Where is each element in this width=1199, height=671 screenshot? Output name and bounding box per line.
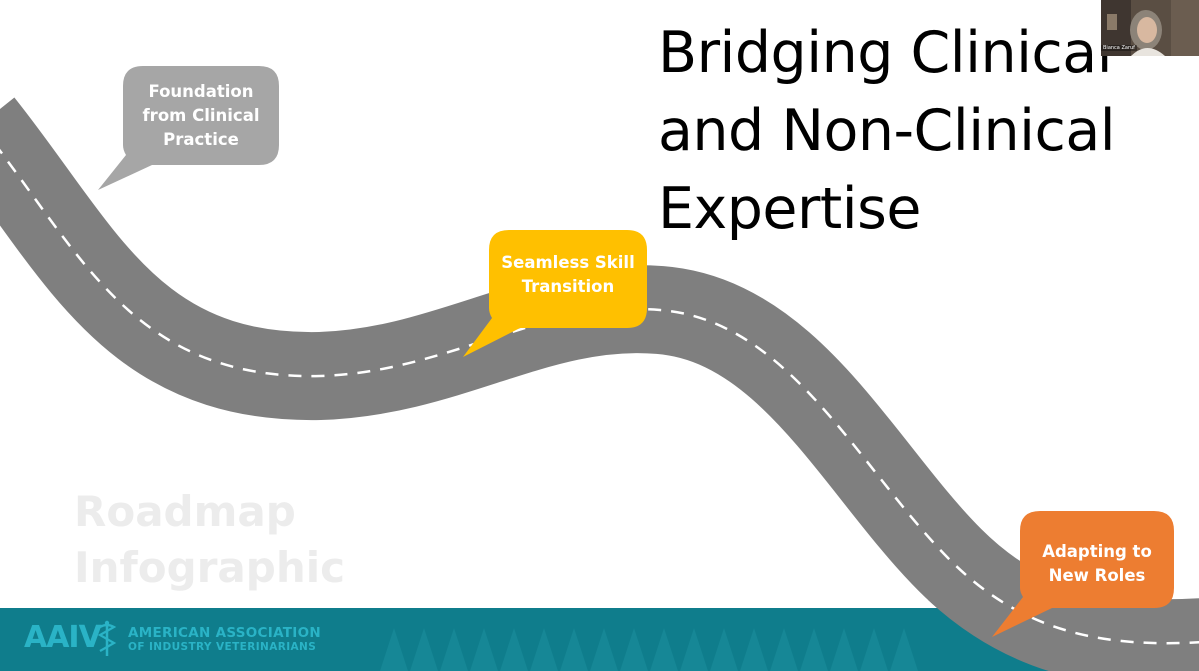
slide-title: Bridging Clinical and Non-Clinical Exper… [658,20,1116,242]
participant-video [1101,0,1199,56]
participant-video-tile[interactable]: Bianca Zaruf [1101,0,1199,56]
caduceus-icon [97,620,117,656]
footer-pattern [380,628,918,671]
organization-name: AMERICAN ASSOCIATION OF INDUSTRY VETERIN… [128,625,321,654]
milestone-label-3: Adapting to New Roles [1042,542,1152,585]
road-center-line [0,148,1199,645]
milestone-bubble-2 [463,230,647,357]
watermark-text: Roadmap Infographic [74,487,346,592]
milestone-bubble-1 [98,66,279,190]
participant-name: Bianca Zaruf [1101,45,1137,51]
milestone-label-2: Seamless Skill Transition [501,253,635,296]
aaiv-logo-mark: AAIV [24,620,102,655]
milestone-label-1: Foundation from Clinical Practice [142,82,260,149]
